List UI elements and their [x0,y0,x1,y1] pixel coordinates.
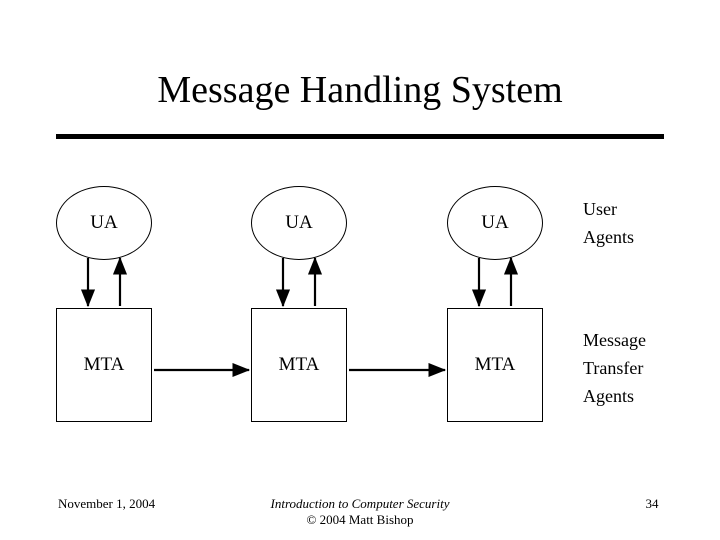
footer-page-number: 34 [645,496,659,511]
title-divider [56,134,664,139]
mta-node-2: MTA [251,308,347,422]
legend-mta-line2: Transfer [583,357,644,378]
ua-node-3: UA [447,186,543,260]
footer-attribution: Introduction to Computer Security © 2004… [0,496,720,540]
legend-user-agents-line2: Agents [583,226,634,247]
mta-node-1: MTA [56,308,152,422]
page-title: Message Handling System [157,69,563,111]
ua-node-2: UA [251,186,347,260]
legend-mta-line1: Message [583,330,646,350]
ua-node-1: UA [56,186,152,260]
footer-date: November 1, 2004 [58,496,156,511]
legend-message-transfer-agents: Message Transfer Agents [583,327,646,411]
legend-mta-line3: Agents [583,385,634,406]
legend-user-agents: User Agents [583,196,634,252]
footer-copyright: © 2004 Matt Bishop [306,512,414,527]
mta-node-3: MTA [447,308,543,422]
legend-user-agents-line1: User [583,199,617,219]
footer-course-title: Introduction to Computer Security [270,496,450,511]
